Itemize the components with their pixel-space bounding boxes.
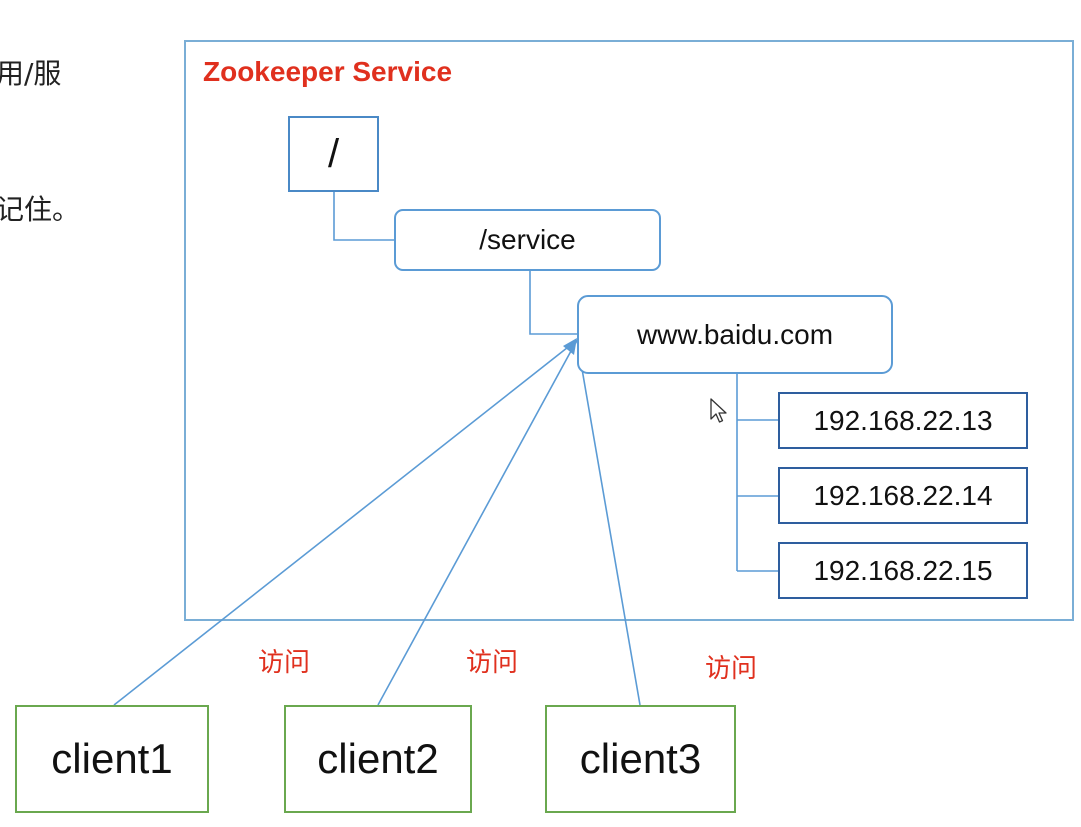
edge-label-client1: 访问 <box>258 648 311 678</box>
edge-label-client3: 访问 <box>705 654 758 684</box>
text-fragment-2: 记住。 <box>0 193 81 226</box>
node-domain: www.baidu.com <box>577 295 893 374</box>
node-root: / <box>288 116 379 192</box>
edge-service-domain <box>529 271 577 335</box>
client-3: client3 <box>545 705 736 813</box>
edge-client3 <box>576 339 641 706</box>
node-ip-3: 192.168.22.15 <box>778 542 1028 599</box>
edge-root-service <box>333 192 394 241</box>
client-1: client1 <box>15 705 209 813</box>
edge-client1 <box>113 339 578 706</box>
mouse-cursor-icon <box>710 398 727 423</box>
text-fragment-1: 用/服 <box>0 57 62 90</box>
client-2: client2 <box>284 705 472 813</box>
service-title: Zookeeper Service <box>203 56 453 87</box>
edge-label-client2: 访问 <box>466 648 519 678</box>
zookeeper-service-box <box>184 40 1074 621</box>
node-service: /service <box>394 209 661 271</box>
node-ip-1: 192.168.22.13 <box>778 392 1028 449</box>
node-ip-2: 192.168.22.14 <box>778 467 1028 524</box>
arrowhead <box>563 338 577 355</box>
edge-client2 <box>377 339 578 706</box>
